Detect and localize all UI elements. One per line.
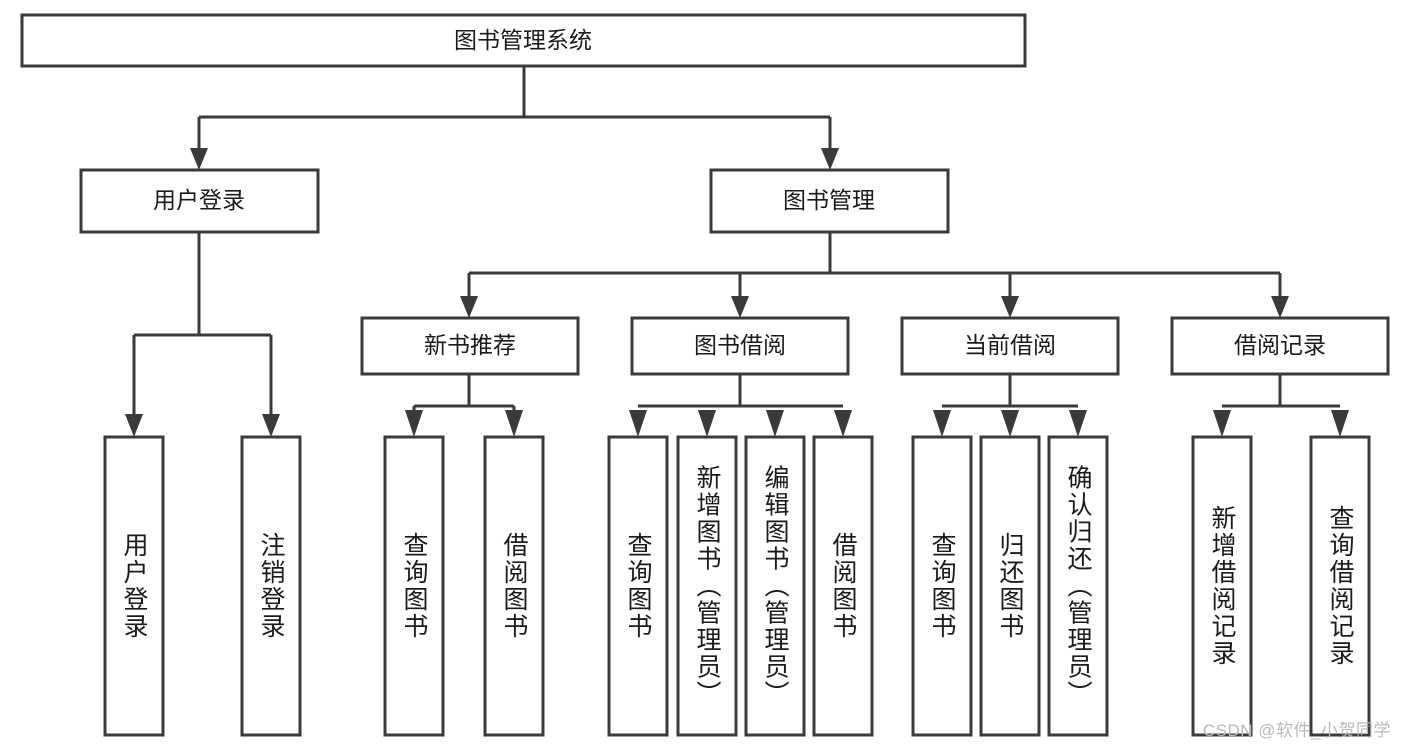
arrowhead-user-login bbox=[190, 148, 208, 170]
arrowhead-current bbox=[1001, 296, 1019, 318]
leaf-rect bbox=[911, 435, 973, 737]
leaf-label: 查询图书 bbox=[624, 532, 653, 640]
node-book-borrow-rect bbox=[630, 316, 850, 376]
leaf-recommend-borrow-book[interactable]: 借阅图书 bbox=[483, 435, 545, 737]
leaf-rect bbox=[103, 435, 165, 737]
arrowhead-records-l1 bbox=[1213, 410, 1231, 437]
node-root-system[interactable]: 图书管理系统 bbox=[20, 13, 1027, 68]
leaf-rect bbox=[1047, 435, 1109, 737]
connector-group-recommend bbox=[405, 374, 523, 437]
leaf-current-confirm-return-admin[interactable]: 确认归还（管理员） bbox=[1047, 435, 1109, 737]
leaf-label: 注销登录 bbox=[257, 532, 286, 640]
leaf-borrow-edit-book-admin[interactable]: 编辑图书（管理员） bbox=[744, 435, 806, 737]
leaf-records-add-record[interactable]: 新增借阅记录 bbox=[1191, 435, 1253, 737]
leaf-rect bbox=[483, 435, 545, 737]
leaf-recommend-query-book[interactable]: 查询图书 bbox=[383, 435, 445, 737]
arrowhead-borrow-l2 bbox=[698, 410, 716, 437]
leaf-rect bbox=[1309, 435, 1371, 737]
node-user-login[interactable]: 用户登录 bbox=[79, 168, 320, 234]
node-book-borrow-label: 图书借阅 bbox=[694, 332, 786, 358]
leaf-label: 借阅图书 bbox=[500, 532, 529, 640]
node-borrow-records-rect bbox=[1170, 316, 1390, 376]
leaf-label: 查询图书 bbox=[400, 532, 429, 640]
node-book-borrow[interactable]: 图书借阅 bbox=[630, 316, 850, 376]
node-book-management[interactable]: 图书管理 bbox=[709, 168, 950, 234]
node-current-borrow-rect bbox=[900, 316, 1120, 376]
leaf-rect bbox=[607, 435, 669, 737]
csdn-watermark: CSDN @软件_小贺同学 bbox=[1202, 721, 1391, 740]
node-user-login-label: 用户登录 bbox=[153, 187, 245, 213]
leaf-label: 新增借阅记录 bbox=[1208, 505, 1237, 667]
connector-group-root bbox=[190, 66, 839, 170]
arrowhead-records-l2 bbox=[1331, 410, 1349, 437]
node-new-book-recommend-label: 新书推荐 bbox=[424, 332, 516, 358]
node-borrow-records-label: 借阅记录 bbox=[1234, 332, 1326, 358]
leaf-label: 编辑图书（管理员） bbox=[761, 465, 790, 708]
leaf-current-return-book[interactable]: 归还图书 bbox=[979, 435, 1041, 737]
connector-group-user-login bbox=[125, 232, 280, 437]
leaf-label: 查询图书 bbox=[928, 532, 957, 640]
leaf-borrow-query-book[interactable]: 查询图书 bbox=[607, 435, 669, 737]
arrowhead-borrow-l4 bbox=[834, 410, 852, 437]
arrowhead-ul-leaf2 bbox=[262, 414, 280, 437]
arrowhead-borrow-l3 bbox=[766, 410, 784, 437]
connector-group-borrow bbox=[629, 374, 852, 437]
node-book-management-rect bbox=[709, 168, 950, 234]
connector-group-book-mgmt bbox=[460, 232, 1289, 318]
leaf-rect bbox=[1191, 435, 1253, 737]
connector-group-current bbox=[933, 374, 1087, 437]
node-root-label: 图书管理系统 bbox=[454, 27, 592, 53]
node-new-book-recommend-rect bbox=[360, 316, 580, 376]
leaf-user-login-login[interactable]: 用户登录 bbox=[103, 435, 165, 737]
leaf-records-query-record[interactable]: 查询借阅记录 bbox=[1309, 435, 1371, 737]
leaf-label: 借阅图书 bbox=[829, 532, 858, 640]
node-new-book-recommend[interactable]: 新书推荐 bbox=[360, 316, 580, 376]
arrowhead-rec-l1 bbox=[405, 410, 423, 437]
node-current-borrow[interactable]: 当前借阅 bbox=[900, 316, 1120, 376]
connector-group-records bbox=[1213, 374, 1349, 437]
leaf-rect bbox=[744, 435, 806, 737]
node-book-management-label: 图书管理 bbox=[783, 187, 875, 213]
arrowhead-current-l1 bbox=[933, 410, 951, 437]
arrowhead-current-l3 bbox=[1069, 410, 1087, 437]
arrowhead-current-l2 bbox=[1001, 410, 1019, 437]
leaf-rect bbox=[812, 435, 874, 737]
leaf-label: 确认归还（管理员） bbox=[1064, 465, 1093, 708]
leaf-label: 查询借阅记录 bbox=[1326, 505, 1355, 667]
leaf-label: 新增图书（管理员） bbox=[693, 465, 722, 708]
leaf-borrow-borrow-book[interactable]: 借阅图书 bbox=[812, 435, 874, 737]
node-borrow-records[interactable]: 借阅记录 bbox=[1170, 316, 1390, 376]
node-root-rect bbox=[20, 13, 1027, 68]
leaf-borrow-add-book-admin[interactable]: 新增图书（管理员） bbox=[676, 435, 738, 737]
leaf-rect bbox=[676, 435, 738, 737]
arrowhead-borrow bbox=[731, 296, 749, 318]
arrowhead-records bbox=[1271, 296, 1289, 318]
leaf-rect bbox=[383, 435, 445, 737]
leaf-label: 归还图书 bbox=[996, 532, 1025, 640]
arrowhead-rec-l2 bbox=[505, 410, 523, 437]
arrowhead-book-mgmt bbox=[821, 148, 839, 170]
arrowhead-borrow-l1 bbox=[629, 410, 647, 437]
node-user-login-rect bbox=[79, 168, 320, 234]
node-current-borrow-label: 当前借阅 bbox=[964, 332, 1056, 358]
leaf-rect bbox=[240, 435, 302, 737]
leaf-rect bbox=[979, 435, 1041, 737]
arrowhead-recommend bbox=[460, 296, 478, 318]
leaf-label: 用户登录 bbox=[120, 532, 149, 640]
leaf-current-query-book[interactable]: 查询图书 bbox=[911, 435, 973, 737]
arrowhead-ul-leaf1 bbox=[125, 414, 143, 437]
leaf-user-login-logout[interactable]: 注销登录 bbox=[240, 435, 302, 737]
